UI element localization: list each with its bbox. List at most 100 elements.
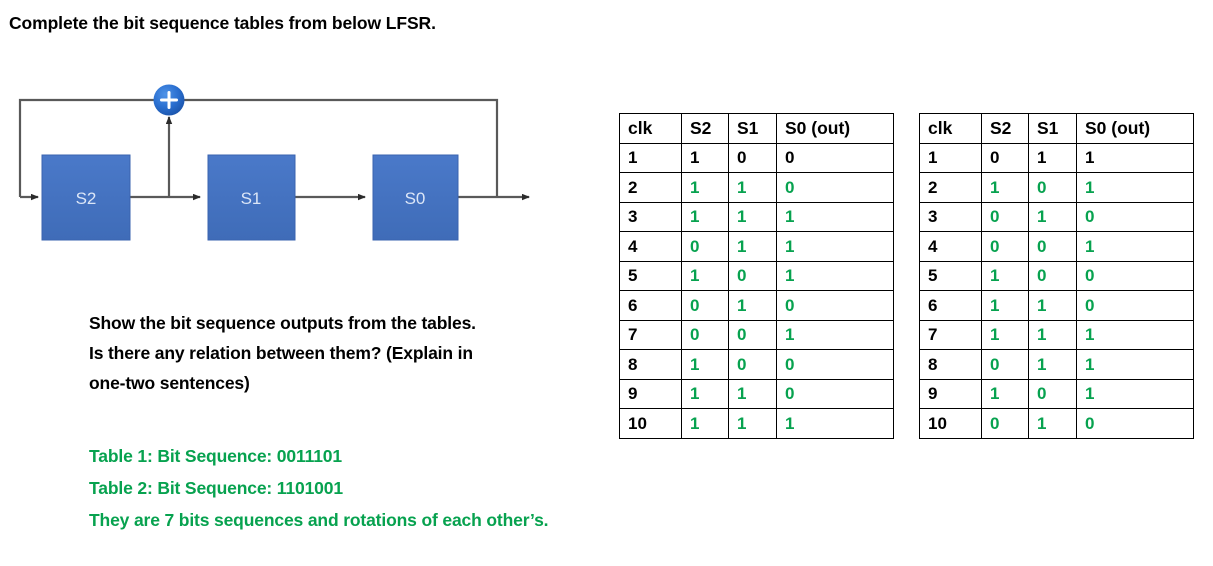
cell-s1: 0 xyxy=(728,260,777,291)
cell-clk: 1 xyxy=(619,142,682,173)
cell-s0: 1 xyxy=(1076,378,1194,409)
cell-s0: 0 xyxy=(776,142,894,173)
cell-s1: 1 xyxy=(728,201,777,232)
prompt-line-3: one-two sentences) xyxy=(89,373,250,393)
cell-clk: 3 xyxy=(619,201,682,232)
xor-gate-icon xyxy=(153,84,185,116)
cell-s1: 1 xyxy=(1028,201,1077,232)
cell-s2: 0 xyxy=(981,231,1029,262)
cell-s0: 1 xyxy=(776,231,894,262)
cell-clk: 4 xyxy=(619,231,682,262)
cell-s2: 1 xyxy=(981,290,1029,321)
cell-clk: 7 xyxy=(619,319,682,350)
cell-clk: 7 xyxy=(919,319,982,350)
cell-clk: 9 xyxy=(619,378,682,409)
cell-s2: 1 xyxy=(981,319,1029,350)
cell-s1: 1 xyxy=(728,408,777,439)
cell-s0: 0 xyxy=(776,172,894,203)
cell-s2: 1 xyxy=(681,378,729,409)
cell-s1: 1 xyxy=(728,290,777,321)
cell-s0: 1 xyxy=(1076,172,1194,203)
answer-line-table-1: Table 1: Bit Sequence: 0011101 xyxy=(89,446,342,466)
cell-clk: 8 xyxy=(619,349,682,380)
prompt-line-1: Show the bit sequence outputs from the t… xyxy=(89,313,476,333)
cell-s1: 1 xyxy=(728,231,777,262)
cell-s2: 0 xyxy=(681,290,729,321)
answer-line-relation: They are 7 bits sequences and rotations … xyxy=(89,510,549,530)
cell-s2: 1 xyxy=(981,172,1029,203)
feedback-wire-left xyxy=(18,98,155,201)
cell-clk: 2 xyxy=(919,172,982,203)
cell-clk: 3 xyxy=(919,201,982,232)
cell-s0: 0 xyxy=(776,378,894,409)
cell-s1: 1 xyxy=(1028,319,1077,350)
cell-s1: 1 xyxy=(728,172,777,203)
cell-clk: 9 xyxy=(919,378,982,409)
cell-s2: 1 xyxy=(681,349,729,380)
cell-s0: 0 xyxy=(1076,408,1194,439)
header-s1: S1 xyxy=(728,113,777,144)
cell-s1: 0 xyxy=(728,349,777,380)
lfsr-diagram: S2 S1 S0 xyxy=(0,70,560,250)
header-s0: S0 (out) xyxy=(1076,113,1194,144)
header-s0: S0 (out) xyxy=(776,113,894,144)
cell-s1: 0 xyxy=(728,142,777,173)
cell-s0: 0 xyxy=(776,349,894,380)
cell-s1: 0 xyxy=(728,319,777,350)
cell-clk: 1 xyxy=(919,142,982,173)
cell-s1: 0 xyxy=(1028,260,1077,291)
register-box-s2: S2 xyxy=(41,154,131,241)
header-s2: S2 xyxy=(681,113,729,144)
cell-clk: 6 xyxy=(619,290,682,321)
cell-s2: 0 xyxy=(681,319,729,350)
answer-text: Table 1: Bit Sequence: 0011101 Table 2: … xyxy=(89,440,689,536)
cell-clk: 8 xyxy=(919,349,982,380)
answer-line-table-2: Table 2: Bit Sequence: 1101001 xyxy=(89,478,343,498)
cell-clk: 6 xyxy=(919,290,982,321)
cell-s1: 1 xyxy=(1028,290,1077,321)
table-header-row: clk S2 S1 S0 (out) xyxy=(619,113,894,144)
register-box-s1: S1 xyxy=(207,154,296,241)
cell-s2: 1 xyxy=(681,172,729,203)
cell-s2: 1 xyxy=(681,142,729,173)
register-label-s0: S0 xyxy=(405,189,426,208)
prompt-line-2: Is there any relation between them? (Exp… xyxy=(89,343,473,363)
cell-s2: 1 xyxy=(981,378,1029,409)
cell-s1: 1 xyxy=(1028,349,1077,380)
header-clk: clk xyxy=(619,113,682,144)
feedback-wire-right xyxy=(184,98,499,197)
table-header-row: clk S2 S1 S0 (out) xyxy=(919,113,1194,144)
cell-s0: 1 xyxy=(776,408,894,439)
cell-clk: 4 xyxy=(919,231,982,262)
cell-s0: 1 xyxy=(1076,142,1194,173)
cell-s2: 0 xyxy=(681,231,729,262)
cell-s0: 1 xyxy=(776,201,894,232)
cell-s0: 0 xyxy=(1076,260,1194,291)
cell-clk: 5 xyxy=(619,260,682,291)
cell-s0: 1 xyxy=(776,319,894,350)
register-box-s0: S0 xyxy=(372,154,459,241)
cell-s0: 1 xyxy=(1076,319,1194,350)
header-s1: S1 xyxy=(1028,113,1077,144)
cell-s1: 1 xyxy=(728,378,777,409)
register-label-s1: S1 xyxy=(241,189,262,208)
cell-s1: 1 xyxy=(1028,142,1077,173)
cell-s0: 1 xyxy=(776,260,894,291)
cell-s2: 0 xyxy=(981,408,1029,439)
cell-s2: 1 xyxy=(681,260,729,291)
cell-s2: 0 xyxy=(981,349,1029,380)
cell-s1: 0 xyxy=(1028,378,1077,409)
